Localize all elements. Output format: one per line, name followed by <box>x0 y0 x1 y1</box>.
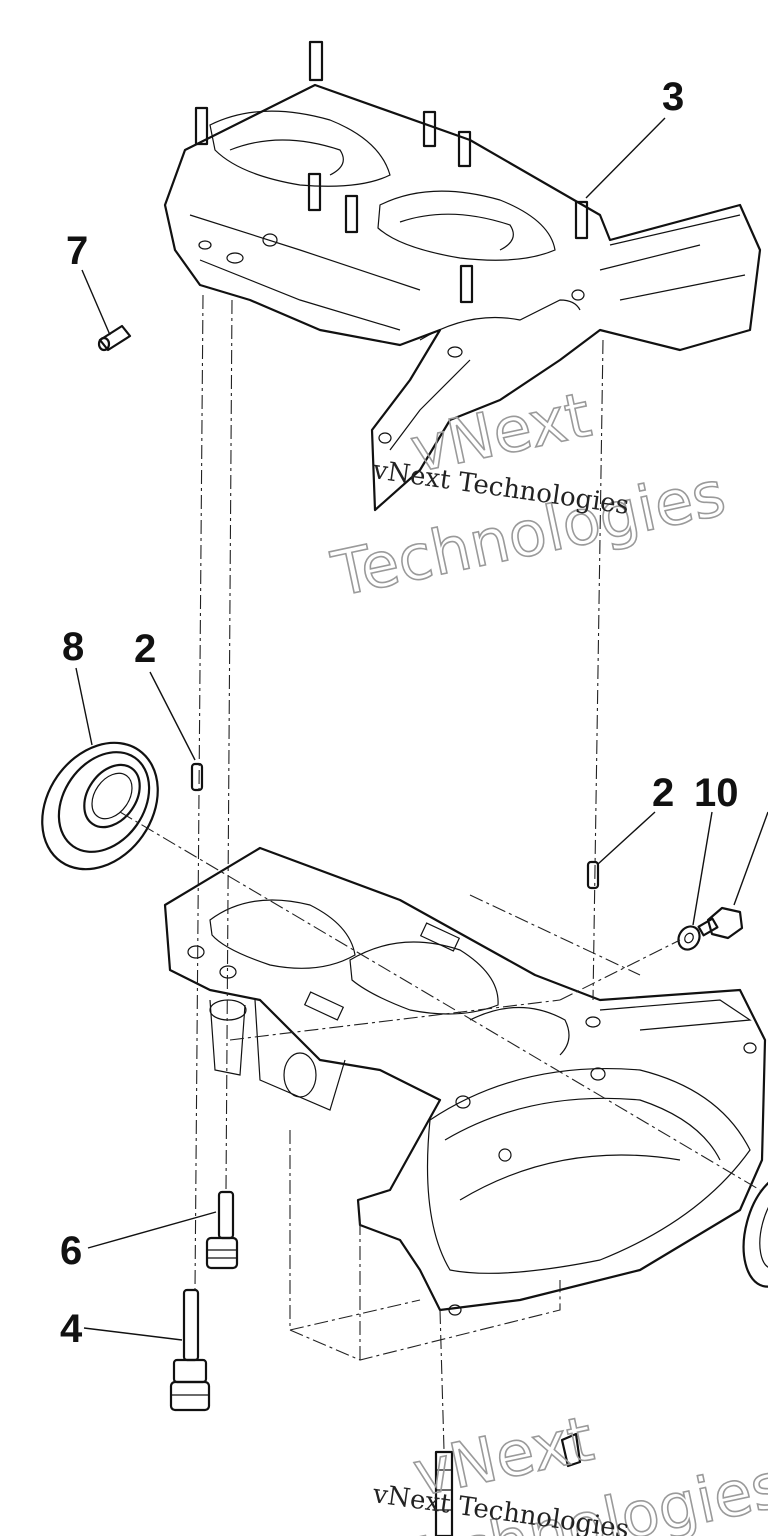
bolt-part-4 <box>169 1288 211 1412</box>
small-dowel-bottom <box>560 1432 582 1468</box>
callout-4: 4 <box>60 1307 83 1351</box>
bolt-part-6 <box>205 1190 239 1270</box>
phantom-outline <box>229 894 641 1361</box>
oil-seal-part-8 <box>41 741 159 871</box>
callout-10: 10 <box>694 771 739 815</box>
callout-7: 7 <box>66 229 88 273</box>
washer-part-10 <box>677 925 701 951</box>
crankcase-studs <box>194 40 589 304</box>
bottom-bolt <box>434 1450 454 1536</box>
alignment-lines <box>119 294 761 1451</box>
dowel-pin-part-2-left <box>190 762 204 792</box>
upper-crankcase <box>163 83 762 512</box>
callout-6: 6 <box>60 1229 82 1273</box>
oil-seal-right-partial <box>742 1172 768 1288</box>
drain-plug <box>697 906 744 940</box>
lower-crankcase <box>163 846 767 1316</box>
callout-2-right: 2 <box>652 771 674 815</box>
callout-3: 3 <box>662 75 684 119</box>
dowel-pin-part-2-right <box>586 860 600 890</box>
callout-8: 8 <box>62 625 84 669</box>
callout-labels: 7 3 8 2 2 10 6 4 <box>60 75 739 1351</box>
leader-lines <box>75 117 768 1341</box>
plug-part-7 <box>97 324 132 352</box>
callout-2-left: 2 <box>134 627 156 671</box>
